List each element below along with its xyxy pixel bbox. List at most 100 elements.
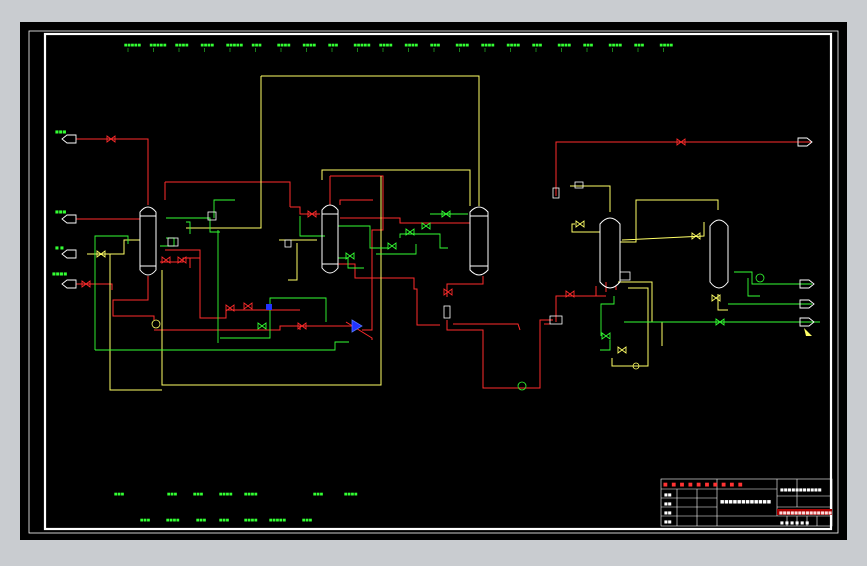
bottom-legend-item: ■■■ [140,518,151,522]
top-legend-item: ■■■ [634,43,645,47]
valve-icon [421,222,431,230]
title-block-row: ■■ [664,510,672,515]
top-legend-item: ■■■■ [201,43,215,47]
bottom-legend-item: ■■■ [193,492,204,496]
title-block-red-note: ■■■■■■■■■■■■■■ [779,510,832,515]
top-legend-item: ■■■ [328,43,339,47]
arrow-out-yellow [804,328,812,336]
title-block-rows: ■■ ■■ ■■ ■■ [664,492,672,524]
bottom-legend-item: ■■■■ [244,518,258,522]
top-legend-item: ■■■ [583,43,594,47]
bottom-legend-item: ■■■■ [244,492,258,496]
separator-drum [443,305,451,319]
valve-icon [307,210,317,218]
heat-exchangers [151,181,765,391]
valve-icon [711,294,721,302]
arrow-out-right-1 [799,279,815,289]
valve-icon [441,210,451,218]
top-legend-item: ■■■ [430,43,441,47]
top-legend-item: ■■■■ [609,43,623,47]
top-instrument-legend: ■■■■■■■■■■■■■■■■■■■■■■■■■■■■■■■■■■■■■■■■… [124,43,674,52]
vessel-small [552,187,560,199]
pump-2 [632,362,640,370]
arrow-feed-lower-left [61,249,77,259]
valve-icon [443,288,453,296]
drawing-background [20,22,847,540]
title-block-company: ■■■■■■■■■■■ [780,487,822,492]
condenser-1 [207,211,217,221]
top-legend-item: ■■■■ [175,43,189,47]
top-legend-item: ■■■■ [405,43,419,47]
drum-right [619,271,631,281]
bottom-legend-item: ■■■ [167,492,178,496]
pump-1 [151,319,161,329]
title-block-drawing-title: ■■■■■■■■■■■■ [720,500,771,505]
valve-icon [177,256,187,264]
exchanger-blue [266,304,272,310]
valve-icon [297,322,307,330]
process-lines-yellow [87,75,728,391]
feed-arrows [61,134,815,327]
title-block-row: ■■ [664,519,672,524]
bottom-legend-item: ■■■■■ [269,518,287,522]
arrow-feed-top-left [61,134,77,144]
drawing-frame-inner [43,32,833,531]
bottom-legend-item: ■■■ [196,518,207,522]
valve-icon [565,290,575,298]
top-legend-item: ■■■■ [481,43,495,47]
pump-4 [755,273,765,283]
valve-icon [575,220,585,228]
title-block [660,478,833,527]
top-legend-item: ■■■■ [558,43,572,47]
title-block-sheet: ■ ■ ■ ■ ■ ■ [780,520,809,525]
valve-icon [106,135,116,143]
title-block-row: ■■ [664,492,672,497]
distillation-column-5 [709,219,729,289]
bottom-legend-item: ■■■ [114,492,125,496]
valve-icon [601,332,611,340]
reboiler-1 [167,237,179,247]
valve-icon [225,304,235,312]
valve-icon [257,322,267,330]
top-legend-item: ■■■■■ [150,43,168,47]
bottom-legend-item: ■■■ [302,518,313,522]
label-feed-bottom-left: ■■■■ [52,271,67,276]
process-lines-red [76,138,811,389]
exchanger-2 [284,239,292,248]
cooler-blue [351,319,363,333]
valves [81,135,725,354]
label-feed-top-left: ■■■ [55,129,67,134]
top-legend-item: ■■■■ [660,43,674,47]
top-legend-item: ■■■■ [379,43,393,47]
valve-icon [691,232,701,240]
arrow-out-right-2 [799,299,815,309]
arrow-out-right-3 [799,317,815,327]
top-legend-item: ■■■■■ [354,43,372,47]
valve-icon [345,252,355,260]
distillation-column-4 [599,217,621,289]
bottom-legend-item: ■■■■ [219,492,233,496]
arrow-out-top-right [797,137,813,147]
top-legend-item: ■■■■ [456,43,470,47]
arrow-feed-bottom-left [61,279,77,289]
vessel-small-2 [574,181,584,189]
valve-icon [161,256,171,264]
bottom-legend-item: ■■■ [313,492,324,496]
valve-icon [405,228,415,236]
drawing-frame-outer [28,30,839,534]
top-legend-item: ■■■■■ [226,43,244,47]
valve-icon [96,250,106,258]
title-block-red-note-bg [777,509,832,515]
title-block-row: ■■ [664,501,672,506]
top-legend-item: ■■■■ [303,43,317,47]
top-legend-item: ■■■■ [277,43,291,47]
top-legend-item: ■■■ [252,43,263,47]
label-feed-lower-left: ■ ■ [55,245,64,250]
bottom-legend-item: ■■■ [219,518,230,522]
distillation-column-1 [139,206,157,276]
pump-3 [517,381,527,391]
top-legend-item: ■■■■■ [124,43,142,47]
valve-icon [387,242,397,250]
